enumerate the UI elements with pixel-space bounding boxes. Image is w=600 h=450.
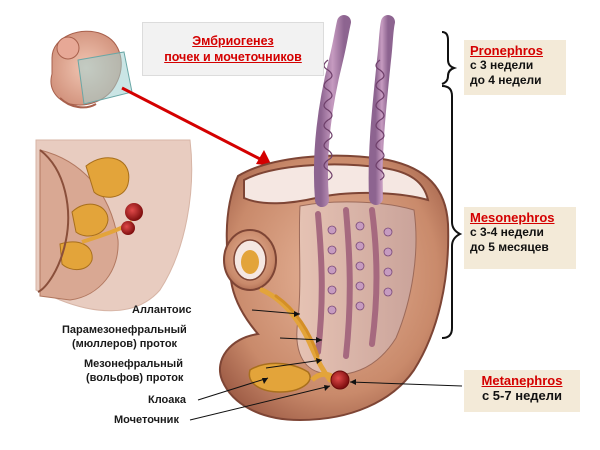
- mesonephros-name: Mesonephros: [470, 210, 570, 225]
- label-mesonephric-1: Мезонефральный: [84, 358, 183, 371]
- pronephros-start: с 3 недели: [470, 58, 560, 73]
- mesonephros-end: до 5 месяцев: [470, 240, 570, 255]
- label-paramesonephric-2: (мюллеров) проток: [72, 338, 177, 351]
- mesonephros-start: с 3-4 недели: [470, 225, 570, 240]
- title-line-1: Эмбриогенез: [192, 33, 274, 49]
- label-mesonephric-2: (вольфов) проток: [86, 372, 183, 385]
- stage-metanephros: Metanephros с 5-7 недели: [464, 370, 580, 412]
- stage-brackets: [442, 32, 460, 338]
- label-allantois: Аллантоис: [132, 304, 192, 317]
- stage-mesonephros: Mesonephros с 3-4 недели до 5 месяцев: [464, 207, 576, 269]
- diagram-title: Эмбриогенез почек и мочеточников: [142, 22, 324, 76]
- label-cloaca: Клоака: [148, 394, 186, 407]
- metanephros-start: с 5-7 недели: [470, 388, 574, 403]
- cross-section-view: [36, 140, 192, 311]
- title-line-2: почек и мочеточников: [164, 49, 302, 65]
- pronephros-name: Pronephros: [470, 43, 560, 58]
- embryo-thumbnail: [51, 31, 132, 107]
- metanephros-name: Metanephros: [470, 373, 574, 388]
- label-ureter: Мочеточник: [114, 414, 179, 427]
- main-section-view: [220, 22, 448, 420]
- label-paramesonephric-1: Парамезонефральный: [62, 324, 187, 337]
- stage-pronephros: Pronephros с 3 недели до 4 недели: [464, 40, 566, 95]
- pronephros-end: до 4 недели: [470, 73, 560, 88]
